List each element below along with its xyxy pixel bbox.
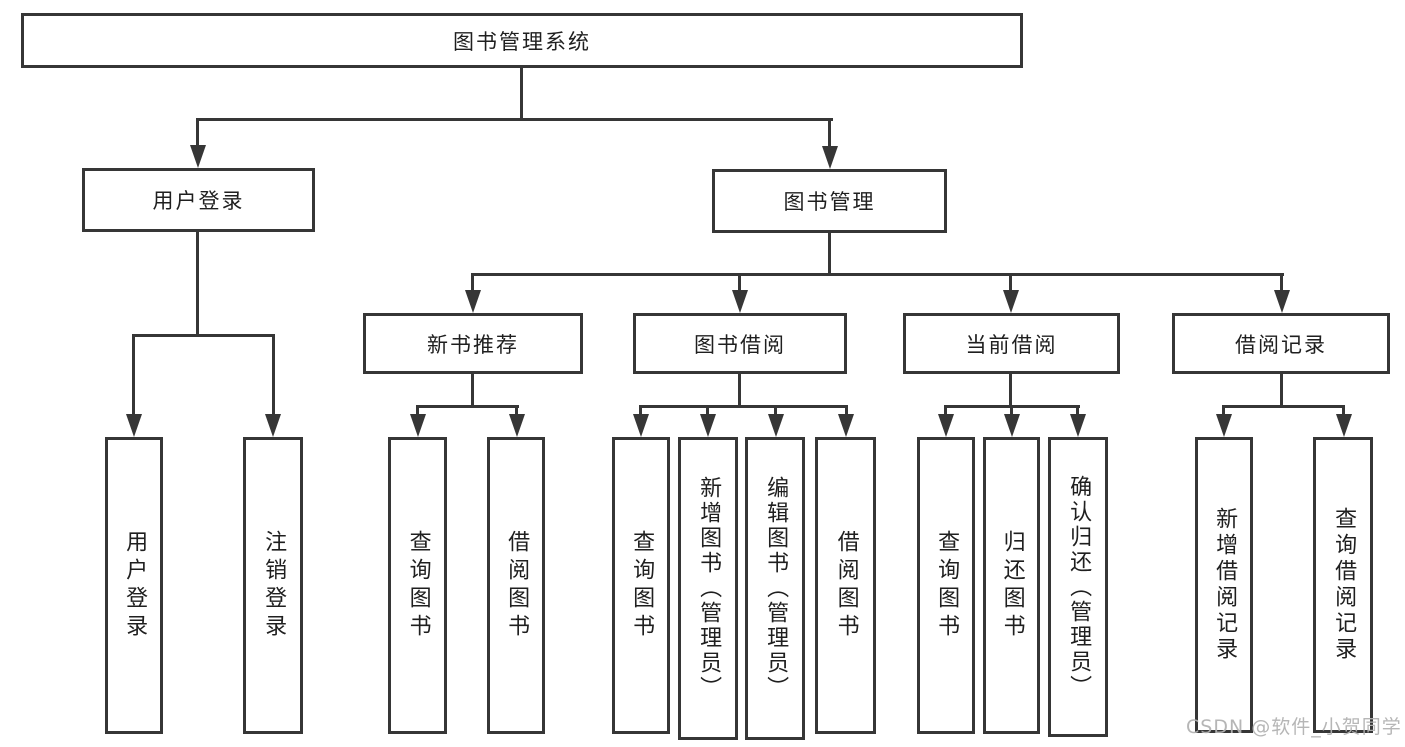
node-root-library-management-system: 图书管理系统 [21,13,1023,68]
node-leaf-query-books-recommend: 查询图书 [388,437,447,734]
connector-segment [1009,374,1012,407]
arrowhead-icon [265,414,281,437]
node-leaf-add-books-admin: 新增图书（管理员） [678,437,738,740]
arrowhead-icon [768,414,784,437]
node-leaf-edit-books-admin: 编辑图书（管理员） [745,437,805,740]
node-leaf-query-books-current: 查询图书 [917,437,975,734]
arrowhead-icon [410,414,426,437]
node-label: 新书推荐 [427,332,519,357]
node-label: 当前借阅 [965,332,1058,357]
node-label: 归还图书 [999,529,1025,642]
node-label: 确认归还（管理员） [1066,474,1092,700]
arrowhead-icon [1274,290,1290,313]
connector-segment [738,374,741,407]
arrowhead-icon [1003,290,1019,313]
connector-segment [1076,405,1079,416]
node-label: 查询借阅记录 [1331,507,1357,663]
connector-segment [845,405,848,416]
node-label: 新增借阅记录 [1212,507,1238,663]
node-book-borrow: 图书借阅 [633,313,847,374]
connector-segment [828,118,831,148]
connector-segment [944,405,947,416]
connector-segment [272,334,275,416]
node-leaf-query-books-borrow: 查询图书 [612,437,670,734]
node-label: 借阅记录 [1235,332,1327,357]
node-leaf-add-borrow-record: 新增借阅记录 [1195,437,1253,733]
node-label: 借阅图书 [833,529,859,642]
connector-segment [196,118,199,147]
node-label: 查询图书 [934,529,960,642]
node-label: 新增图书（管理员） [696,476,722,701]
node-label: 图书管理系统 [453,29,591,54]
arrowhead-icon [465,290,481,313]
node-user-login-branch: 用户登录 [82,168,315,232]
node-leaf-query-borrow-record: 查询借阅记录 [1313,437,1373,733]
connector-segment [515,405,518,416]
arrowhead-icon [838,414,854,437]
connector-segment [706,405,709,416]
arrowhead-icon [633,414,649,437]
node-label: 用户登录 [122,529,148,642]
arrowhead-icon [190,145,206,168]
node-current-borrow: 当前借阅 [903,313,1120,374]
connector-segment [471,374,474,407]
arrowhead-icon [1216,414,1232,437]
connector-segment [1009,273,1012,292]
arrowhead-icon [126,414,142,437]
connector-segment [1222,405,1345,408]
arrowhead-icon [822,146,838,169]
node-leaf-borrow-books-recommend: 借阅图书 [487,437,545,734]
connector-segment [1280,273,1283,292]
arrowhead-icon [1070,414,1086,437]
arrowhead-icon [1004,414,1020,437]
node-label: 编辑图书（管理员） [763,476,789,701]
connector-segment [416,405,519,408]
arrowhead-icon [700,414,716,437]
connector-segment [132,334,275,337]
connector-segment [774,405,777,416]
arrowhead-icon [938,414,954,437]
connector-segment [196,232,199,336]
connector-segment [520,68,523,120]
node-leaf-confirm-return-admin: 确认归还（管理员） [1048,437,1108,737]
connector-segment [1222,405,1225,416]
connector-segment [828,233,831,275]
node-leaf-borrow-books: 借阅图书 [815,437,876,734]
connector-segment [738,273,741,292]
node-label: 查询图书 [629,529,655,642]
node-label: 用户登录 [152,189,245,213]
node-leaf-logout: 注销登录 [243,437,303,734]
node-label: 注销登录 [261,529,287,642]
node-leaf-return-books: 归还图书 [983,437,1040,734]
arrowhead-icon [1336,414,1352,437]
connector-segment [196,118,833,121]
connector-segment [639,405,848,408]
connector-segment [639,405,642,416]
connector-segment [471,273,1284,276]
node-label: 借阅图书 [504,529,530,642]
connector-segment [416,405,419,416]
node-new-book-recommend: 新书推荐 [363,313,583,374]
arrowhead-icon [732,290,748,313]
node-borrow-records: 借阅记录 [1172,313,1390,374]
node-label: 查询图书 [405,529,431,642]
node-book-management-branch: 图书管理 [712,169,947,233]
connector-segment [132,334,135,416]
node-label: 图书借阅 [694,332,786,357]
connector-segment [1010,405,1013,416]
node-label: 图书管理 [783,190,876,214]
node-leaf-user-login: 用户登录 [105,437,163,734]
connector-segment [1342,405,1345,416]
connector-segment [1280,374,1283,407]
connector-segment [471,273,474,292]
csdn-watermark: CSDN @软件_小贺同学 [1186,716,1402,738]
arrowhead-icon [509,414,525,437]
